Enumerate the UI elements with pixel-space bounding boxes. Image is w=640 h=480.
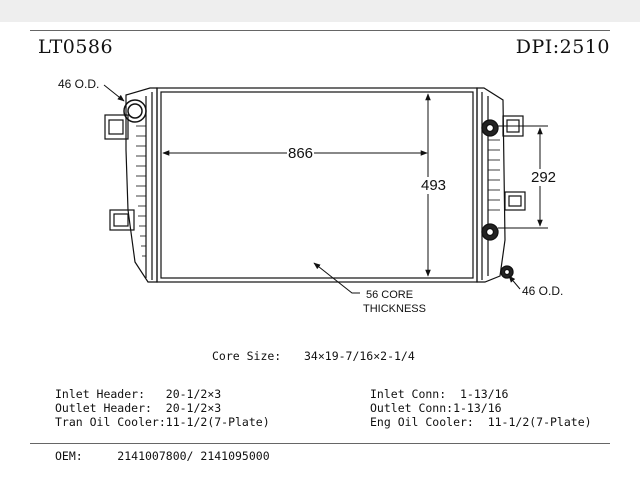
core-height-value: 493 — [420, 177, 448, 194]
outlet-conn-spec: Outlet Conn:1-13/16 — [370, 401, 502, 415]
outlet-fitting — [500, 265, 514, 279]
core-thickness-line1: 56 CORE — [366, 289, 414, 301]
upper-cooler-fitting — [481, 119, 499, 137]
radiator-drawing — [103, 84, 548, 294]
left-mount-brackets — [104, 114, 135, 231]
core-size-label: Core Size: — [212, 349, 282, 363]
core-size-value: 34×19-7/16×2-1/4 — [304, 349, 415, 363]
top-rule — [30, 30, 610, 31]
inlet-conn-spec: Inlet Conn: 1-13/16 — [370, 387, 509, 401]
outlet-header-spec: Outlet Header: 20-1/2×3 — [55, 401, 222, 415]
core-width-value: 866 — [287, 145, 315, 162]
inlet-leader-line — [103, 84, 125, 102]
part-number: LT0586 — [38, 36, 114, 58]
thickness-leader-line — [313, 262, 360, 294]
inlet-header-spec: Inlet Header: 20-1/2×3 — [55, 387, 222, 401]
tank-spacing-value: 292 — [530, 169, 558, 186]
inlet-od-label: 46 O.D. — [58, 77, 100, 91]
outlet-od-label: 46 O.D. — [522, 284, 564, 298]
oem-numbers: OEM: 2141007800/ 2141095000 — [55, 449, 270, 463]
right-tank-ribs — [488, 139, 500, 211]
top-band — [0, 0, 640, 22]
right-tank — [476, 87, 506, 283]
inlet-fitting — [123, 99, 147, 123]
dpi-label: DPI:2510 — [515, 36, 610, 58]
eng-oil-cooler-spec: Eng Oil Cooler: 11-1/2(7-Plate) — [370, 415, 592, 429]
bottom-rule — [30, 443, 610, 444]
lower-cooler-fitting — [481, 223, 499, 241]
right-mount-brackets — [502, 115, 526, 211]
core-thickness-line2: THICKNESS — [363, 303, 426, 315]
outlet-leader-line — [508, 275, 521, 290]
left-tank-ribs — [136, 125, 146, 257]
tran-oil-cooler-spec: Tran Oil Cooler:11-1/2(7-Plate) — [55, 415, 270, 429]
